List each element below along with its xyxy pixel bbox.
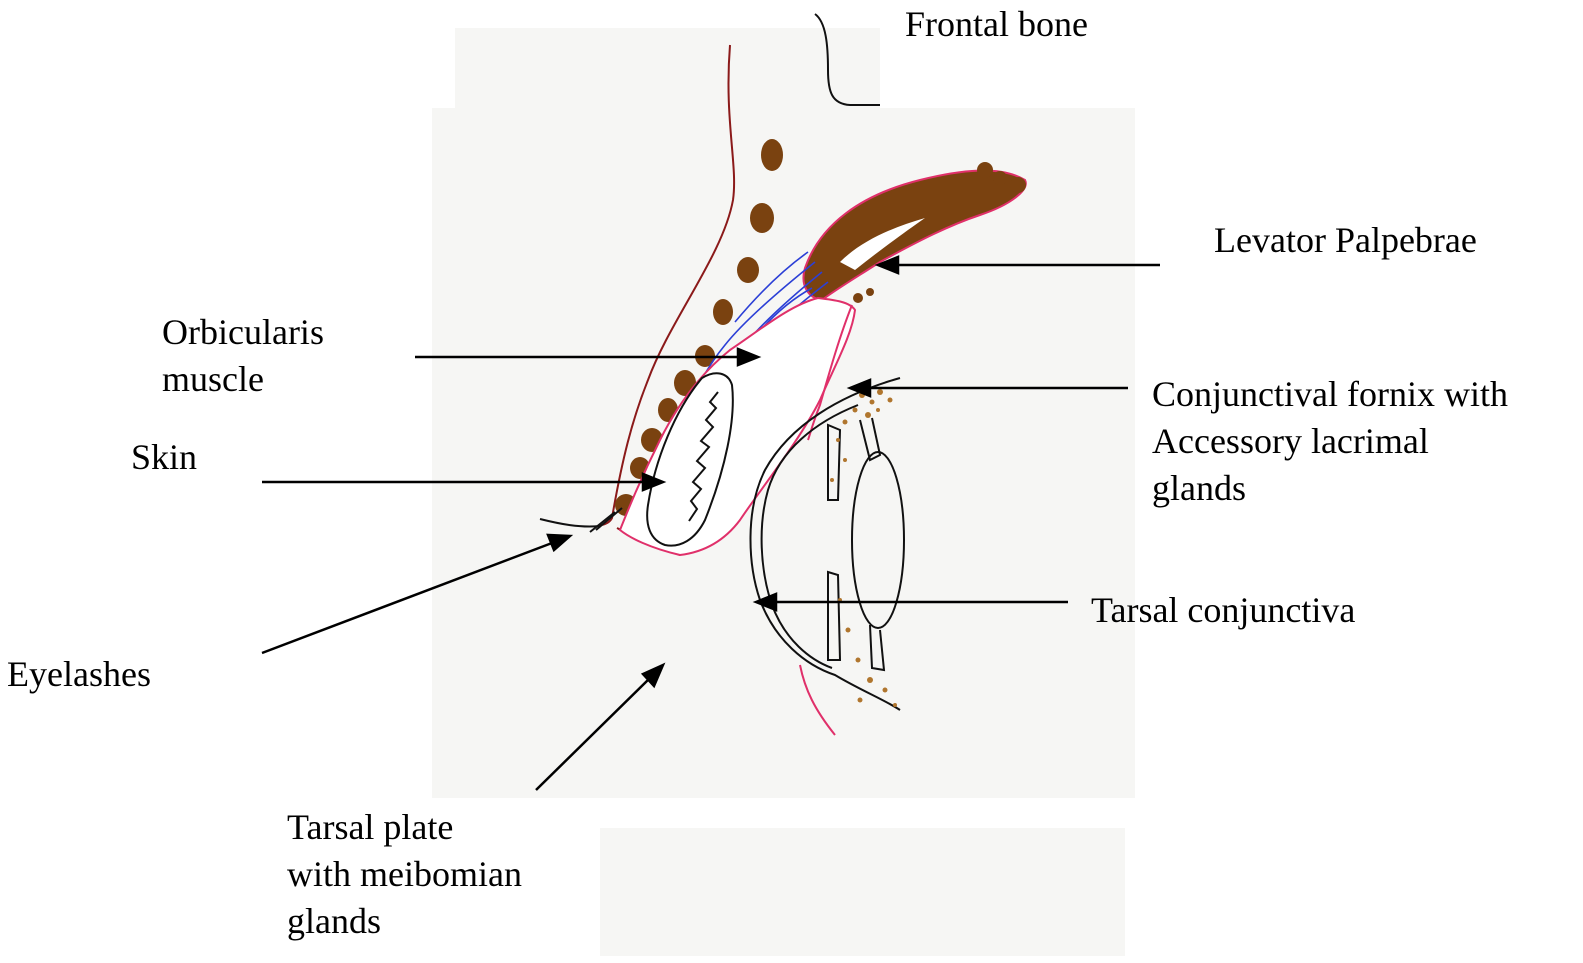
meibomian-gland-lobules <box>688 391 719 522</box>
skin-outline <box>599 44 736 526</box>
ciliary-lower <box>869 624 886 672</box>
tarsal-conjunctiva-arrowhead <box>752 592 778 612</box>
levator-arrowhead <box>874 255 900 275</box>
tarsal-plate-arrowhead <box>640 662 666 689</box>
label-frontal-bone: Frontal bone <box>905 4 1088 44</box>
ciliary-upper <box>859 417 882 462</box>
eyelashes-arrowhead <box>546 533 574 553</box>
label-levator-palpebrae: Levator Palpebrae <box>1214 220 1477 260</box>
tarsal-plate-leader <box>535 675 653 791</box>
frontal-bone-outline <box>814 13 880 106</box>
label-tarsal-plate: Tarsal plate with meibomian glands <box>287 807 522 941</box>
background-shading <box>432 28 1135 956</box>
skin-arrowhead <box>641 472 667 492</box>
lower-conjunctiva-line <box>799 664 836 736</box>
levator-muscle <box>802 162 1027 303</box>
meibomian-gland <box>646 372 734 547</box>
eyelashes-leader <box>261 541 553 655</box>
lens <box>851 451 905 629</box>
label-skin: Skin <box>131 437 198 477</box>
label-conjunctival-fornix: Conjunctival fornix with Accessory lacri… <box>1152 374 1508 508</box>
leader-lines <box>261 255 1160 791</box>
label-orbicularis-muscle: Orbicularis muscle <box>162 312 324 399</box>
iris-upper <box>827 423 842 501</box>
fornix-arrowhead <box>846 378 872 398</box>
orbicularis-arrowhead <box>736 347 762 367</box>
iris-lower <box>827 570 842 661</box>
label-tarsal-conjunctiva: Tarsal conjunctiva <box>1091 590 1356 630</box>
eye-globe <box>749 377 905 711</box>
tarsal-plate <box>618 296 857 557</box>
label-eyelashes: Eyelashes <box>7 654 151 694</box>
eyelashes <box>539 507 623 533</box>
